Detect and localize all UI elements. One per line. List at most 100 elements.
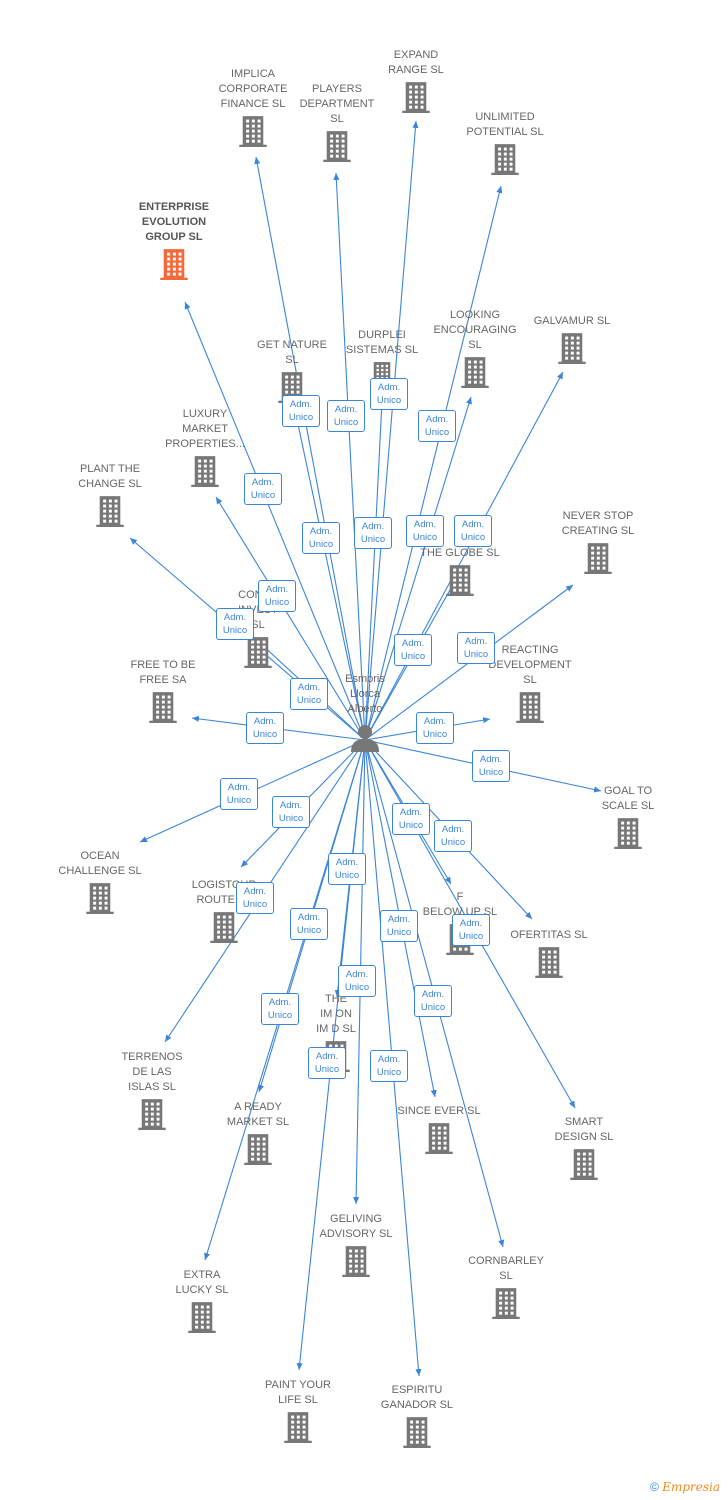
edge-label-terrenos[interactable]: Adm. Unico xyxy=(236,882,274,914)
edge-label-ocean[interactable]: Adm. Unico xyxy=(220,778,258,810)
company-extra[interactable]: EXTRA LUCKY SL xyxy=(142,1268,262,1333)
edge-galvamur xyxy=(364,371,564,741)
edge-label-galvamur[interactable]: Adm. Unico xyxy=(454,515,492,547)
building-icon xyxy=(160,249,188,280)
building-icon xyxy=(584,543,612,574)
company-name: PLAYERS DEPARTMENT SL xyxy=(299,83,375,125)
company-get-nature[interactable]: GET NATURE SL xyxy=(232,338,352,403)
edge-label-free[interactable]: Adm. Unico xyxy=(246,712,284,744)
company-conne[interactable]: CONNE INVEST SL xyxy=(198,588,318,668)
company-name: THE GLOBE SL xyxy=(420,547,500,559)
edge-label-cornbarley[interactable]: Adm. Unico xyxy=(414,985,452,1017)
edge-label-the-globe[interactable]: Adm. Unico xyxy=(394,634,432,666)
company-name: PLANT THE CHANGE SL xyxy=(78,463,142,490)
edge-label-extra[interactable]: Adm. Unico xyxy=(261,993,299,1025)
edge-label-espiritu[interactable]: Adm. Unico xyxy=(370,1050,408,1082)
person-node[interactable]: Esmoris Llorca Alberto xyxy=(335,672,395,753)
building-icon xyxy=(239,116,267,147)
company-expand[interactable]: EXPAND RANGE SL xyxy=(356,48,476,113)
edge-label-looking[interactable]: Adm. Unico xyxy=(418,410,456,442)
building-icon xyxy=(96,496,124,527)
company-ofertitas[interactable]: OFERTITAS SL xyxy=(489,928,609,978)
company-never-stop[interactable]: NEVER STOP CREATING SL xyxy=(538,509,658,574)
edge-label-players[interactable]: Adm. Unico xyxy=(302,522,340,554)
edge-label-expand[interactable]: Adm. Unico xyxy=(354,517,392,549)
edge-label-a-ready[interactable]: Adm. Unico xyxy=(290,908,328,940)
edge-label-reacting[interactable]: Adm. Unico xyxy=(416,712,454,744)
brand-logo[interactable]: Empresia xyxy=(662,1480,720,1494)
company-name: GOAL TO SCALE SL xyxy=(601,785,655,812)
company-ocean[interactable]: OCEAN CHALLENGE SL xyxy=(40,849,160,914)
company-a-ready[interactable]: A READY MARKET SL xyxy=(198,1100,318,1165)
edge-label-luxury[interactable]: Adm. Unico xyxy=(327,400,365,432)
edge-label-get-nature[interactable]: Adm. Unico xyxy=(282,395,320,427)
edge-label-geliving[interactable]: Adm. Unico xyxy=(338,965,376,997)
company-name: DURPLEI SISTEMAS SL xyxy=(345,329,419,356)
building-icon xyxy=(138,1099,166,1130)
company-paint[interactable]: PAINT YOUR LIFE SL xyxy=(238,1378,358,1443)
edge-label-never-stop[interactable]: Adm. Unico xyxy=(457,632,495,664)
edge-label-goal[interactable]: Adm. Unico xyxy=(472,750,510,782)
company-goal[interactable]: GOAL TO SCALE SL xyxy=(568,784,688,849)
company-implica[interactable]: IMPLICA CORPORATE FINANCE SL xyxy=(193,67,313,147)
edge-label-plant[interactable]: Adm. Unico xyxy=(216,608,254,640)
building-icon xyxy=(191,456,219,487)
edge-label-since-ever[interactable]: Adm. Unico xyxy=(380,910,418,942)
building-icon xyxy=(188,1302,216,1333)
edge-label-durplei[interactable]: Adm. Unico xyxy=(370,378,408,410)
edge-label-smart[interactable]: Adm. Unico xyxy=(452,914,490,946)
edge-implica xyxy=(254,156,366,741)
company-plant[interactable]: PLANT THE CHANGE SL xyxy=(50,462,170,527)
company-name: GALVAMUR SL xyxy=(533,315,611,327)
building-icon xyxy=(535,947,563,978)
edge-label-logistour[interactable]: Adm. Unico xyxy=(272,796,310,828)
edge-label-conne[interactable]: Adm. Unico xyxy=(290,678,328,710)
company-terrenos[interactable]: TERRENOS DE LAS ISLAS SL xyxy=(92,1050,212,1130)
company-name: FREE TO BE FREE SA xyxy=(130,659,196,686)
edge-unlimited xyxy=(364,185,503,741)
edge-enterprise-evolution xyxy=(184,301,366,741)
company-name: ENTERPRISE EVOLUTION GROUP SL xyxy=(138,201,210,243)
company-name: CORNBARLEY SL xyxy=(468,1255,544,1282)
company-name: LOOKING ENCOURAGING SL xyxy=(433,309,517,351)
edge-label-unlimited[interactable]: Adm. Unico xyxy=(406,515,444,547)
company-the-globe[interactable]: THE GLOBE SL xyxy=(400,546,520,596)
company-luxury[interactable]: LUXURY MARKET PROPERTIES... xyxy=(145,407,265,487)
building-icon xyxy=(446,565,474,596)
company-galvamur[interactable]: GALVAMUR SL xyxy=(512,314,632,364)
edge-label-the-im[interactable]: Adm. Unico xyxy=(328,853,366,885)
building-icon xyxy=(210,912,238,943)
building-icon xyxy=(403,1417,431,1448)
company-enterprise-evolution[interactable]: ENTERPRISE EVOLUTION GROUP SL xyxy=(114,200,234,280)
company-reacting[interactable]: REACTING DEVELOPMENT SL xyxy=(470,643,590,723)
edge-label-paint[interactable]: Adm. Unico xyxy=(308,1047,346,1079)
company-name: LUXURY MARKET PROPERTIES... xyxy=(165,408,245,450)
company-name: NEVER STOP CREATING SL xyxy=(561,510,635,537)
edge-label-implica[interactable]: Adm. Unico xyxy=(258,580,296,612)
edge-label-enterprise-evolution[interactable]: Adm. Unico xyxy=(244,473,282,505)
company-cornbarley[interactable]: CORNBARLEY SL xyxy=(446,1254,566,1319)
company-looking[interactable]: LOOKING ENCOURAGING SL xyxy=(415,308,535,388)
person-icon xyxy=(351,725,379,752)
company-smart[interactable]: SMART DESIGN SL xyxy=(524,1115,644,1180)
company-name: TERRENOS DE LAS ISLAS SL xyxy=(121,1051,183,1093)
company-unlimited[interactable]: UNLIMITED POTENTIAL SL xyxy=(445,110,565,175)
company-players[interactable]: PLAYERS DEPARTMENT SL xyxy=(277,82,397,162)
company-name: SMART DESIGN SL xyxy=(554,1116,614,1143)
edge-label-ofertitas[interactable]: Adm. Unico xyxy=(434,820,472,852)
company-free[interactable]: FREE TO BE FREE SA xyxy=(103,658,223,723)
building-icon xyxy=(342,1246,370,1277)
building-icon xyxy=(244,637,272,668)
edge-label-below-up[interactable]: Adm. Unico xyxy=(392,803,430,835)
company-espiritu[interactable]: ESPIRITU GANADOR SL xyxy=(357,1383,477,1448)
company-since-ever[interactable]: SINCE EVER SL xyxy=(379,1104,499,1154)
company-geliving[interactable]: GELIVING ADVISORY SL xyxy=(296,1212,416,1277)
company-name: GET NATURE SL xyxy=(257,339,327,366)
company-name: EXTRA LUCKY SL xyxy=(175,1269,229,1296)
edge-get-nature xyxy=(293,409,366,741)
company-name: THE IM ON IM D SL xyxy=(316,993,356,1035)
building-icon xyxy=(570,1149,598,1180)
copyright-symbol: © xyxy=(650,1480,659,1494)
company-name: A READY MARKET SL xyxy=(226,1101,290,1128)
